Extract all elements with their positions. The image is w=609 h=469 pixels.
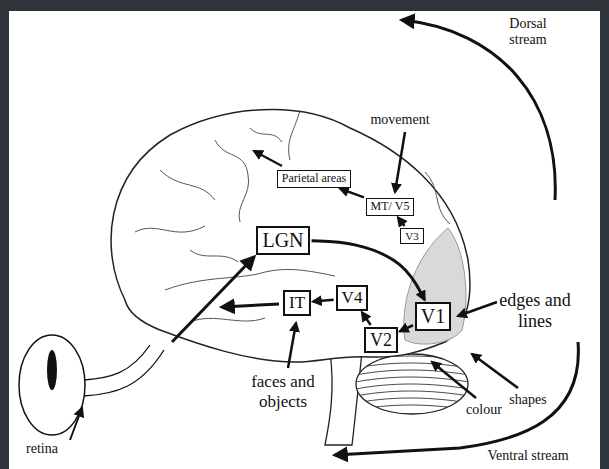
optic-nerve: [84, 350, 164, 396]
pathway-connector: [313, 300, 334, 302]
pathway-arrow: [172, 257, 254, 342]
leader-arrow: [472, 354, 518, 388]
area-name: V2: [370, 330, 392, 351]
occipital-region: [404, 228, 466, 344]
area-name: LGN: [262, 229, 303, 252]
area-box: IT: [283, 290, 311, 316]
area-box: MT/ V5: [366, 198, 415, 216]
area-box: V2: [364, 327, 398, 354]
area-name: V4: [342, 288, 363, 308]
annotation-label: retina: [26, 441, 58, 457]
leader-arrow: [395, 132, 405, 192]
pathway-connector: [362, 312, 371, 325]
area-box: LGN: [256, 226, 309, 255]
ventral-arc: [335, 342, 578, 455]
annotation-label: colour: [466, 402, 502, 418]
area-name: MT/ V5: [371, 200, 410, 214]
annotation-label: edges and lines: [499, 290, 571, 331]
annotation-label: Ventral stream: [487, 448, 568, 464]
eye-lens: [47, 350, 57, 390]
area-box: Parietal areas: [277, 170, 351, 188]
pathway-connector: [400, 325, 413, 331]
pathway-arrow: [254, 151, 282, 166]
brainstem: [325, 352, 362, 445]
leader-arrow: [432, 362, 476, 398]
area-name: V1: [421, 305, 445, 328]
leader-arrow: [288, 323, 296, 368]
annotation-label: faces and objects: [233, 372, 333, 411]
leader-arrow: [458, 302, 497, 316]
annotation-label: shapes: [509, 392, 546, 408]
eye: [19, 335, 85, 435]
cerebellum-folds: [350, 356, 475, 411]
area-name: IT: [289, 293, 305, 313]
area-box: V1: [415, 302, 451, 331]
annotation-label: movement: [370, 112, 429, 128]
pathway-connector: [340, 189, 364, 198]
brain-outline: [111, 110, 470, 362]
area-box: V3: [400, 228, 423, 245]
area-name: V3: [405, 230, 418, 243]
area-box: V4: [336, 285, 369, 311]
area-name: Parietal areas: [282, 172, 346, 186]
annotation-label: Dorsal stream: [499, 16, 557, 48]
pathway-arrow: [222, 304, 279, 307]
pathway-connector: [398, 217, 405, 226]
leader-arrow: [70, 408, 82, 440]
brain-sulci: [135, 110, 450, 322]
optic-nerve: [84, 345, 150, 380]
